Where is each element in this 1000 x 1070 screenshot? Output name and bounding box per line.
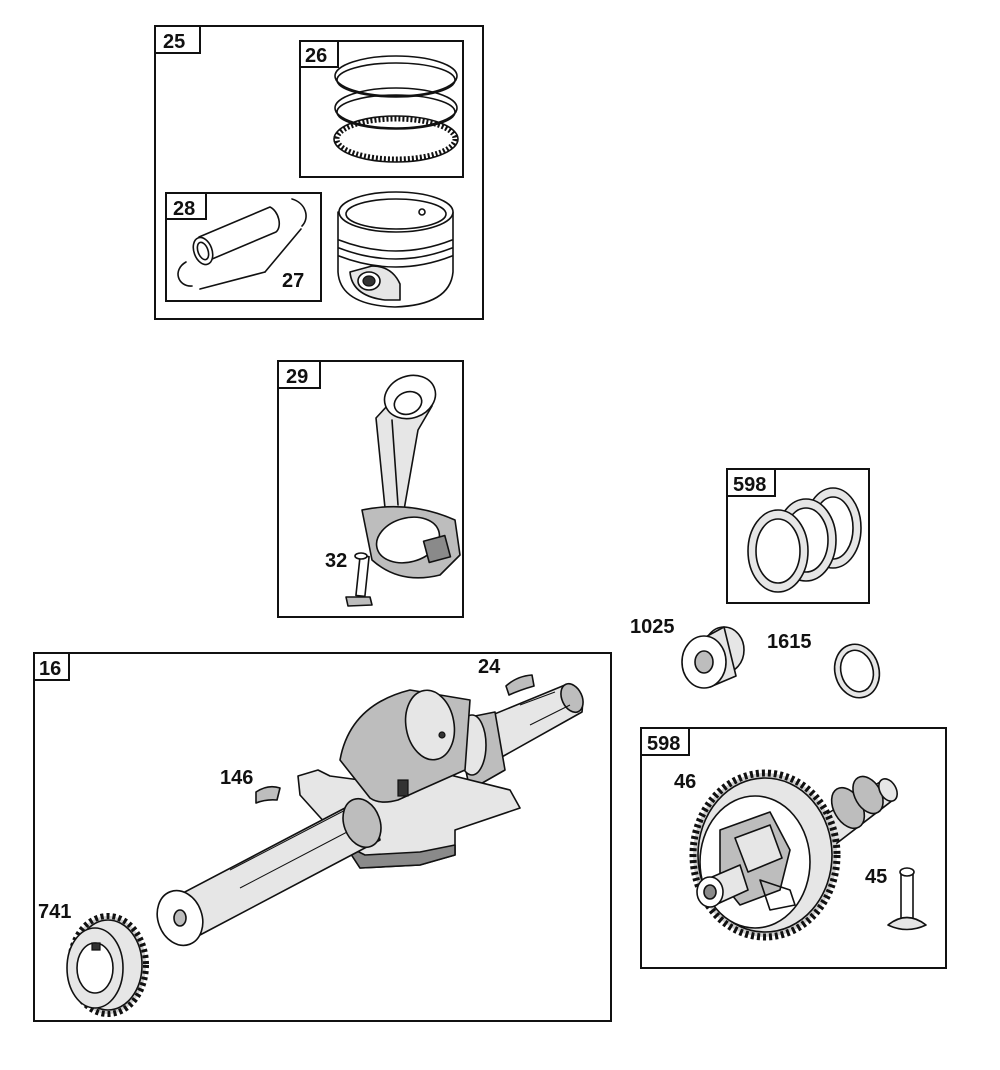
group-frame-28 [165, 192, 322, 302]
rod-cap-bolt-boss [422, 534, 452, 564]
cam-release-plate [734, 824, 783, 873]
crank-pin [404, 689, 456, 761]
group-tag-28: 28 [173, 198, 195, 220]
rod-bolt-shank [355, 554, 370, 598]
callout-1025: 1025 [630, 616, 675, 638]
camshaft-end [878, 778, 898, 802]
group-tag-25: 25 [163, 31, 185, 53]
cam-release-arm [759, 879, 796, 911]
callout-24: 24 [478, 656, 501, 678]
group-frame-29 [277, 360, 464, 618]
spacer-hole [694, 650, 714, 674]
group-tag-box-29 [277, 360, 321, 389]
group-tag-box-16 [33, 652, 70, 681]
group-tag-26: 26 [305, 45, 327, 67]
connecting-rod-group: 29 32 [277, 360, 464, 618]
washer-hole [839, 649, 875, 693]
callout-27: 27 [282, 270, 304, 292]
group-frame-16 [33, 652, 612, 1022]
crank-pto-end [560, 682, 584, 714]
crankshaft [156, 682, 584, 947]
piston-pin-body [198, 206, 281, 263]
crankshaft-group: 16 24 146 [33, 652, 612, 1022]
callout-46: 46 [674, 771, 696, 793]
shim-kit-group: 598 [726, 468, 870, 604]
piston-assembly-group: 25 26 28 27 [154, 25, 484, 320]
key-24 [505, 674, 535, 696]
shim-1-hole [755, 518, 801, 584]
piston-crown-mark [418, 208, 426, 216]
piston-crown [338, 191, 454, 233]
piston-pin-bore-inner [362, 275, 376, 287]
circlip-bottom [177, 261, 193, 287]
piston-ring-oil [334, 116, 458, 162]
group-tag-29: 29 [286, 366, 308, 388]
crank-pto-keyway [519, 691, 571, 726]
cam-hub-bore [703, 884, 717, 900]
piston-ring-middle-inner [336, 94, 456, 130]
piston-groove-2 [338, 247, 453, 260]
crank-gear-741 [66, 913, 149, 1017]
piston-crown-rim [345, 198, 447, 230]
piston-ring-middle [334, 87, 458, 129]
piston-ring-top [334, 55, 458, 97]
callout-32: 32 [325, 550, 347, 572]
group-tag-16: 16 [39, 658, 61, 680]
callout-146: 146 [220, 767, 253, 789]
callout-45: 45 [865, 866, 887, 888]
washer-1615 [833, 643, 881, 699]
tappet-foot [887, 916, 927, 931]
rod-small-end-bore [393, 390, 423, 416]
piston-ring-top-inner [336, 62, 456, 98]
group-frame-598-bottom [640, 727, 947, 969]
piston-groove-3 [338, 255, 453, 268]
rod-beam [375, 404, 433, 511]
piston-groove-1 [338, 239, 453, 252]
shim-stack [747, 487, 862, 593]
leader-27-a [264, 228, 302, 273]
group-frame-598-top [726, 468, 870, 604]
crank-counterweight-edge [344, 844, 456, 869]
rod-beam-rib [391, 419, 399, 506]
tappet-45 [887, 867, 927, 931]
piston-pin [192, 206, 281, 266]
group-tag-box-26 [299, 40, 339, 68]
key-146 [255, 785, 281, 804]
crank-oil-hole [438, 731, 446, 739]
group-tag-598-top: 598 [733, 474, 766, 496]
group-frame-25 [154, 25, 484, 320]
group-tag-598-bottom: 598 [647, 733, 680, 755]
circlip-top [291, 198, 307, 227]
crank-gear-keyway [91, 942, 101, 951]
spacer-1025 [681, 626, 745, 689]
group-tag-box-598-bottom [640, 727, 690, 756]
crank-mark [397, 779, 409, 797]
connecting-rod [361, 374, 461, 579]
crank-center-hole [173, 909, 187, 927]
group-frame-26 [299, 40, 464, 178]
leader-27-b [199, 271, 266, 290]
rod-bolt-tip [354, 552, 368, 560]
group-tag-box-25 [154, 25, 201, 54]
group-tag-box-28 [165, 192, 207, 220]
piston-rings [333, 55, 459, 163]
crank-shaft-shoulder [342, 797, 382, 849]
rod-bolt [345, 552, 373, 607]
tappet-stem [900, 871, 914, 921]
piston [337, 191, 454, 308]
callout-741: 741 [38, 901, 71, 923]
group-tag-box-598-top [726, 468, 776, 497]
rod-bolt-head [345, 596, 373, 607]
rod-big-end-bore [375, 516, 441, 564]
tappet-top [899, 867, 915, 877]
camshaft [689, 769, 898, 941]
callout-1615: 1615 [767, 631, 812, 653]
camshaft-group: 598 46 45 [640, 727, 947, 969]
piston-ring-oil-outer [333, 115, 459, 163]
piston-pin-bore [196, 241, 210, 261]
